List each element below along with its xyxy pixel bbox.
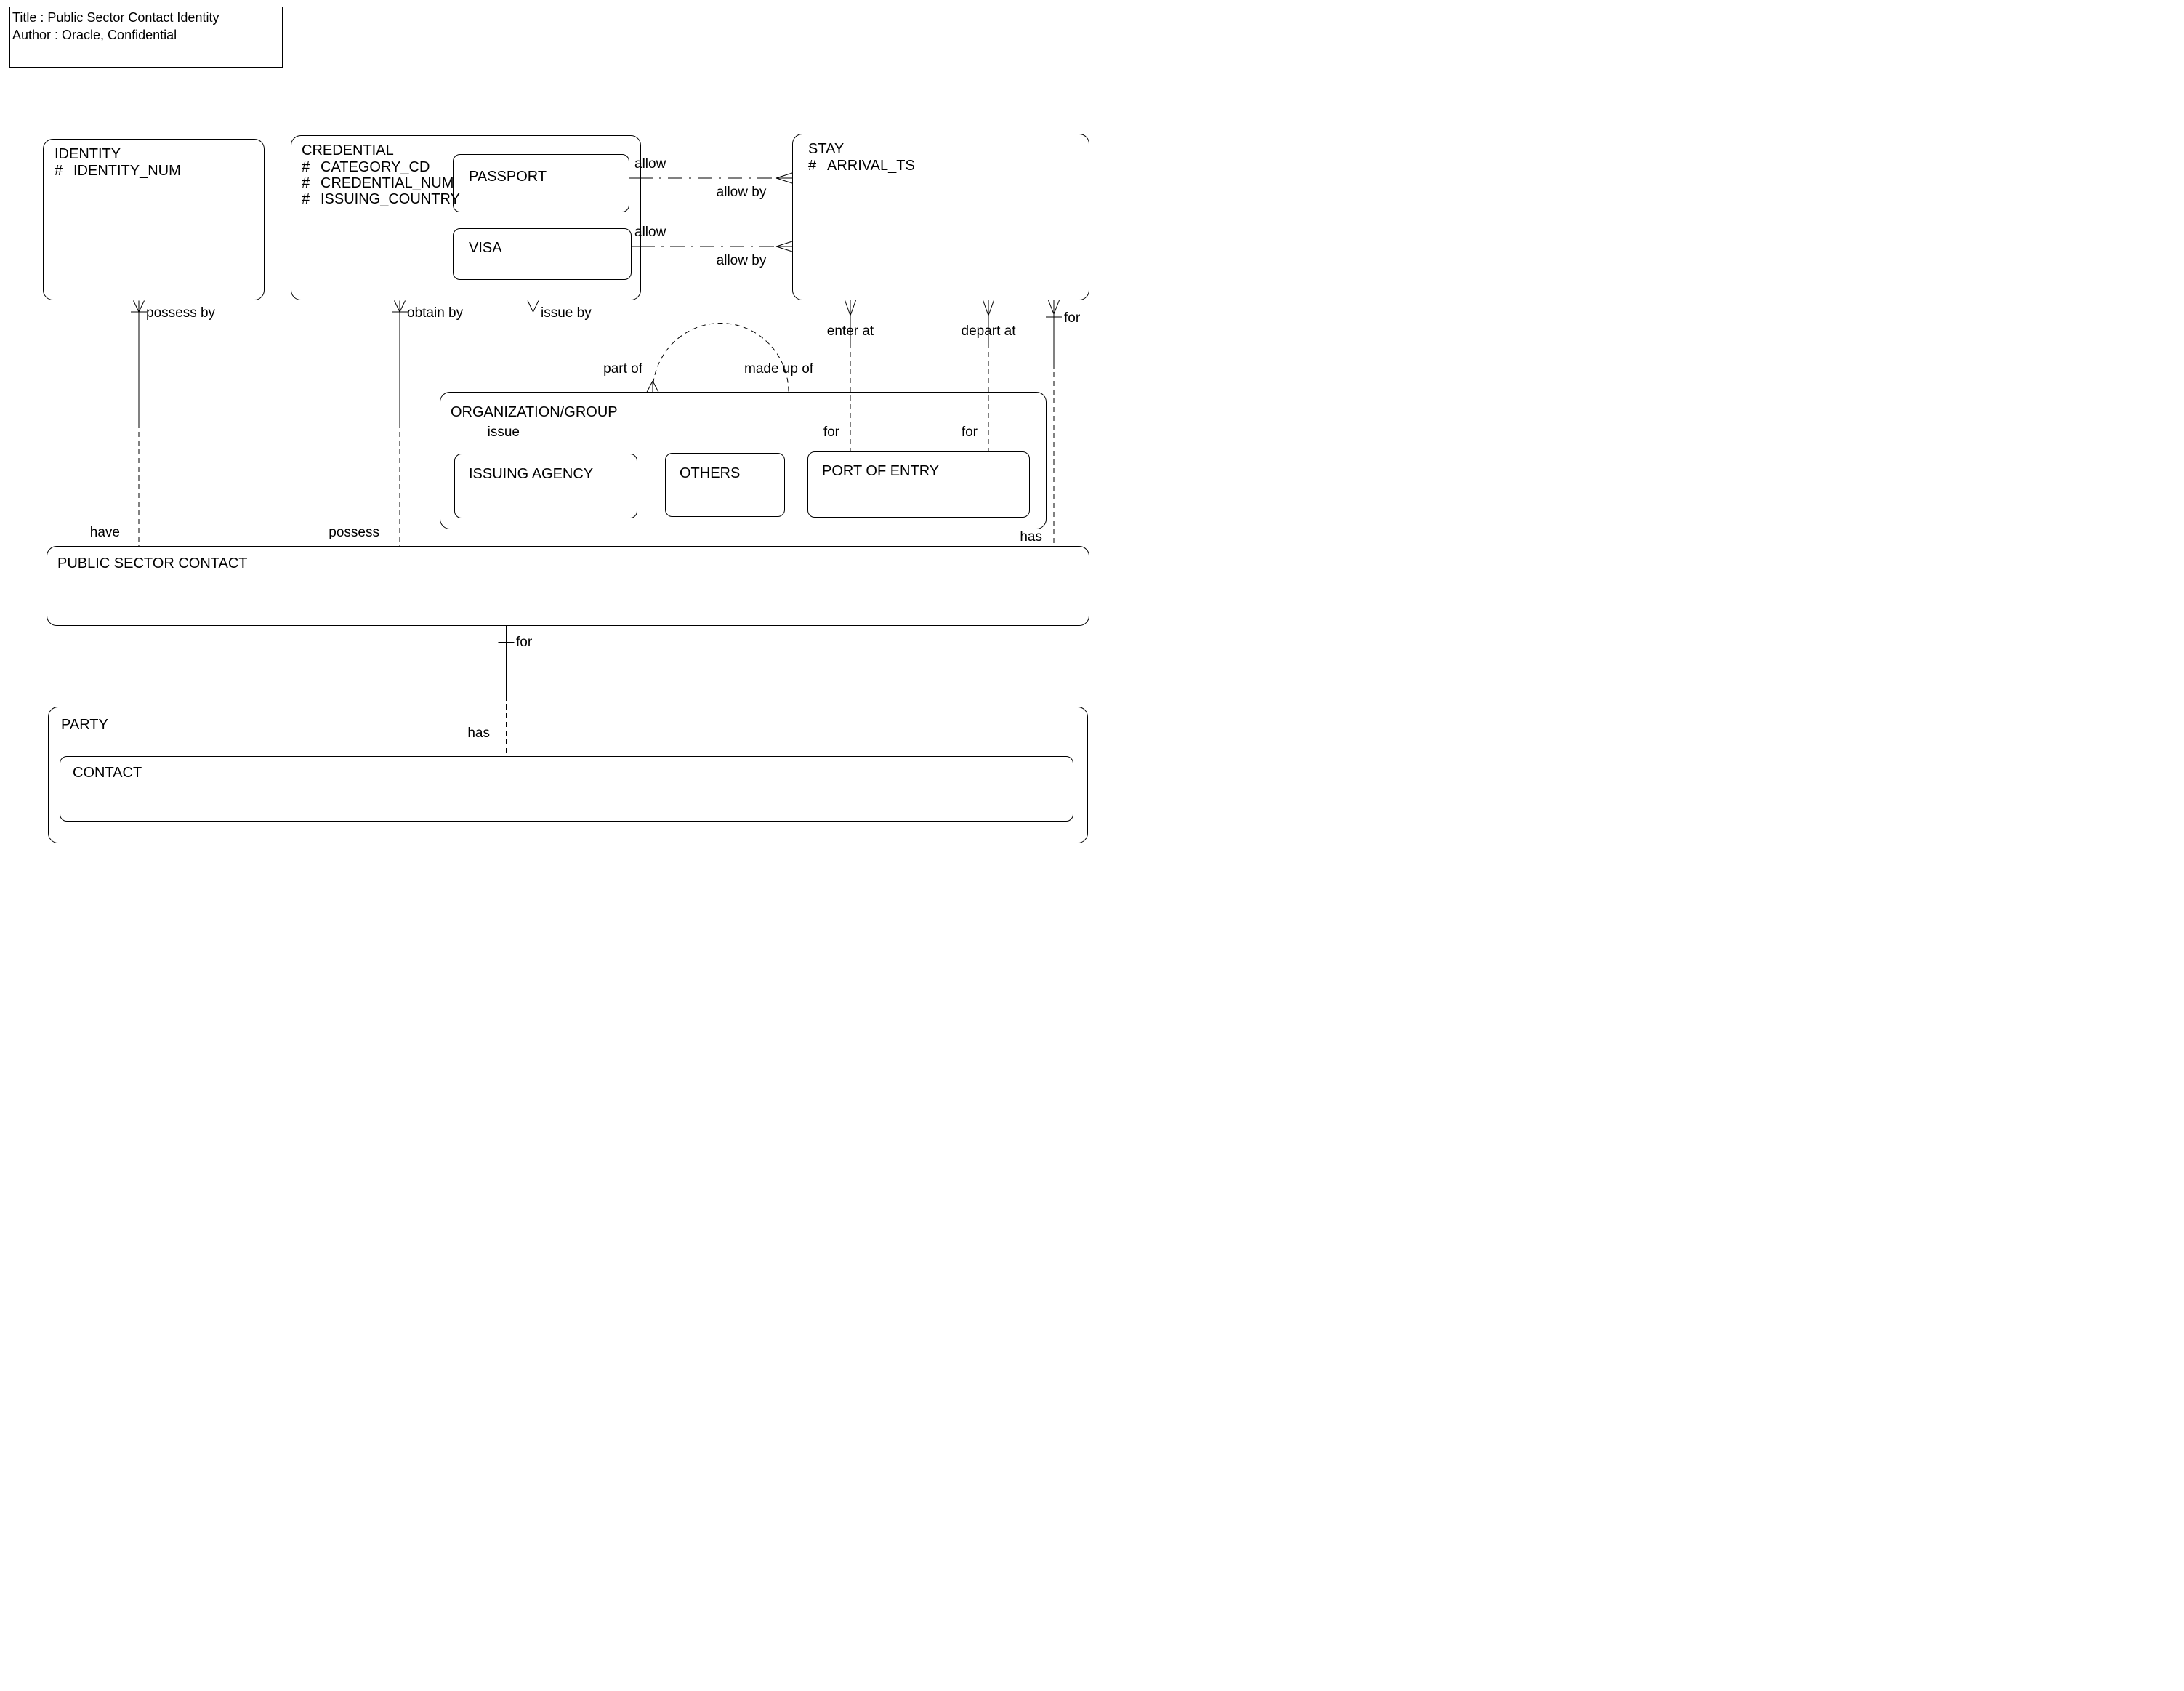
label-made-up-of: made up of [744, 361, 814, 377]
label-have: have [89, 525, 120, 540]
entity-stay-attributes: # ARRIVAL_TS [808, 158, 915, 174]
subtype-visa[interactable] [453, 228, 632, 280]
subtype-port-of-entry-name: PORT OF ENTRY [822, 463, 940, 479]
label-for-depart: for [961, 425, 978, 440]
entity-credential-name: CREDENTIAL [302, 142, 394, 158]
entity-party[interactable] [48, 707, 1088, 843]
line-passport-stay [629, 172, 793, 184]
line-org-recursive [646, 323, 789, 393]
attribute-hash-icon: # [55, 163, 63, 179]
label-depart-at: depart at [961, 324, 1016, 339]
label-for-psc: for [516, 635, 533, 650]
diagram-author: Author : Oracle, Confidential [12, 28, 177, 42]
attribute-credential-num: CREDENTIAL_NUM [321, 175, 454, 191]
entity-public-sector-contact-name: PUBLIC SECTOR CONTACT [57, 555, 248, 571]
entity-identity-attributes: # IDENTITY_NUM [55, 163, 181, 179]
attribute-hash-icon: # [302, 191, 310, 207]
label-possess-by: possess by [146, 305, 216, 321]
entity-stay[interactable] [792, 134, 1089, 300]
label-obtain-by: obtain by [407, 305, 464, 321]
entity-identity-name: IDENTITY [55, 146, 121, 162]
entity-credential-attributes: # CATEGORY_CD # CREDENTIAL_NUM # ISSUING_CO… [302, 159, 460, 207]
label-enter-at: enter at [826, 324, 874, 339]
label-allow-passport: allow [634, 156, 666, 172]
label-issue: issue [487, 425, 520, 440]
subtype-issuing-agency[interactable] [454, 454, 637, 518]
entity-stay-name: STAY [808, 141, 845, 157]
label-possess: possess [329, 525, 379, 540]
subtype-others[interactable] [665, 453, 785, 517]
erd-canvas: Title : Public Sector Contact Identity A… [0, 0, 1092, 846]
entity-credential[interactable] [291, 135, 641, 300]
entity-party-name: PARTY [61, 717, 108, 733]
label-allow-by-visa: allow by [716, 253, 767, 268]
subtype-passport-name: PASSPORT [469, 169, 547, 185]
label-issue-by: issue by [541, 305, 592, 321]
attribute-issuing-country: ISSUING_COUNTRY [321, 191, 460, 207]
subtype-issuing-agency-name: ISSUING AGENCY [469, 466, 594, 482]
label-has-psc: has [467, 726, 490, 741]
diagram-title: Title : Public Sector Contact Identity [12, 10, 219, 25]
line-stay-psc [1046, 300, 1062, 547]
subtype-contact-name: CONTACT [73, 765, 142, 781]
entity-organization-group[interactable] [440, 392, 1047, 529]
subtype-others-name: OTHERS [680, 465, 741, 481]
subtype-port-of-entry[interactable] [807, 451, 1030, 518]
line-visa-stay [632, 241, 793, 252]
entity-organization-group-name: ORGANIZATION/GROUP [451, 404, 618, 420]
label-has-stay: has [1020, 529, 1042, 545]
label-allow-visa: allow [634, 225, 666, 240]
subtype-passport[interactable] [453, 154, 629, 212]
subtype-contact[interactable] [60, 756, 1073, 822]
attribute-category-cd: CATEGORY_CD [321, 159, 430, 175]
attribute-hash-icon: # [808, 158, 817, 174]
entity-identity[interactable] [43, 139, 265, 300]
attribute-hash-icon: # [302, 175, 310, 191]
attribute-hash-icon: # [302, 159, 310, 175]
subtype-visa-name: VISA [469, 240, 502, 256]
line-identity-psc [131, 300, 147, 547]
label-part-of: part of [603, 361, 642, 377]
entity-public-sector-contact[interactable] [47, 546, 1089, 626]
label-for-stay: for [1064, 310, 1081, 326]
diagram-title-box: Title : Public Sector Contact Identity A… [9, 7, 283, 68]
label-for-enter: for [823, 425, 839, 440]
attribute-identity-num: IDENTITY_NUM [73, 163, 181, 179]
attribute-arrival-ts: ARRIVAL_TS [827, 158, 915, 174]
label-allow-by-passport: allow by [716, 185, 767, 200]
line-credential-psc [392, 300, 408, 547]
